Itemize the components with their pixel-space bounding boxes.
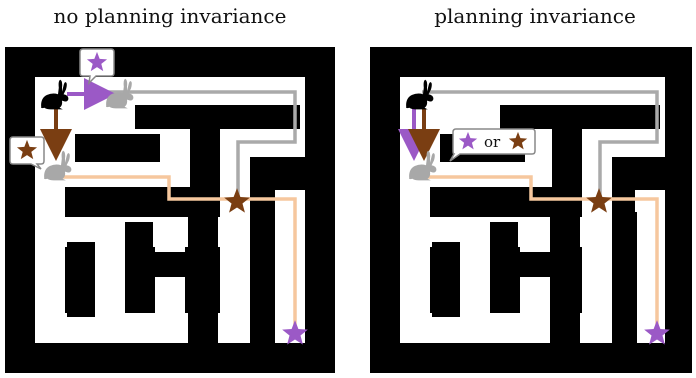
bubble-or-text: or [484, 133, 501, 151]
left-panel-title: no planning invariance [53, 4, 287, 28]
maze-inner-walls [370, 105, 665, 352]
speech-bubble-either: or [449, 128, 536, 162]
gray-path [105, 90, 297, 199]
maze-panel-no-invariance [5, 47, 335, 378]
speech-bubble-purple [79, 48, 115, 86]
speech-bubble-brown [9, 136, 45, 170]
maze-inner-walls [5, 105, 305, 352]
maze-panel-invariance: or [370, 47, 692, 378]
gray-path [422, 90, 659, 199]
right-panel-title: planning invariance [434, 4, 636, 28]
